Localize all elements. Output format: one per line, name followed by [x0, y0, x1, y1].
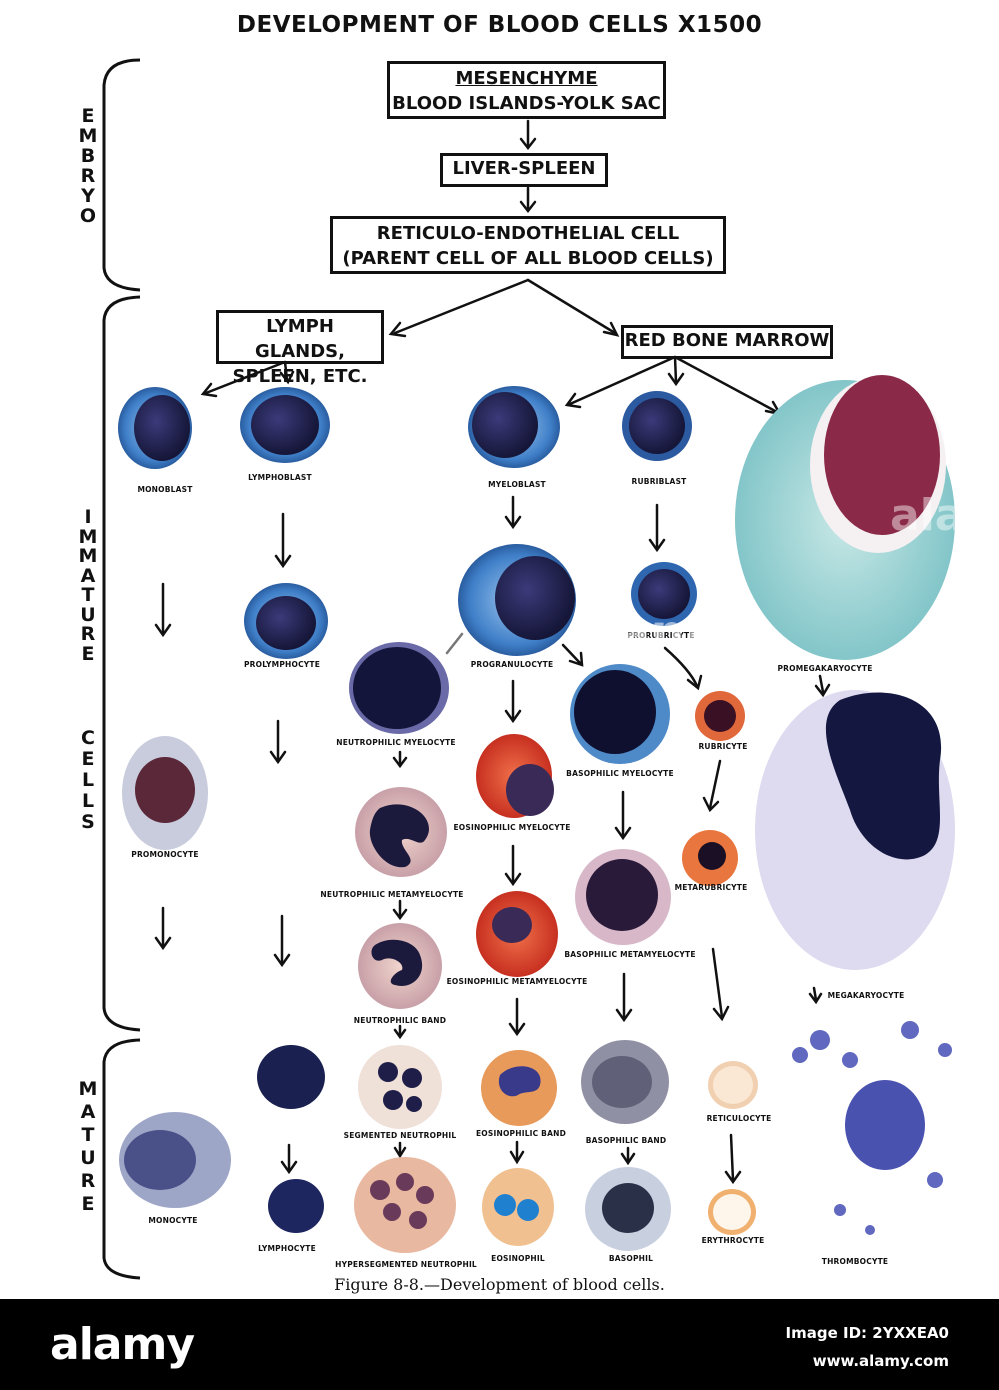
label-segmented-neutrophil: SEGMENTED NEUTROPHIL: [343, 1131, 457, 1140]
label-eosinophilic-metamyelocyte: EOSINOPHILIC METAMYELOCYTE: [446, 977, 588, 986]
label-eosinophilic-myelocyte: EOSINOPHILIC MYELOCYTE: [453, 823, 571, 832]
lymph-line2: SPLEEN, ETC.: [232, 366, 368, 387]
liver-spleen-box: LIVER-SPLEEN: [440, 153, 608, 187]
eosinophilic-metamyelocyte-cell: [476, 891, 558, 977]
label-monocyte: MONOCYTE: [148, 1216, 198, 1225]
neutrophilic-myelocyte-cell: [349, 642, 449, 734]
label-neutrophilic-band: NEUTROPHILIC BAND: [353, 1016, 447, 1025]
label-thrombocyte: THROMBOCYTE: [821, 1257, 889, 1266]
label-eosinophil: EOSINOPHIL: [491, 1254, 545, 1263]
monoblast-cell: [118, 387, 192, 469]
myeloblast-cell: [468, 386, 560, 468]
svg-text:alamy: alamy: [890, 490, 999, 541]
reticulo-line2: (PARENT CELL OF ALL BLOOD CELLS): [342, 248, 714, 269]
image-id: Image ID: 2YXXEA0: [785, 1324, 949, 1342]
neutrophilic-metamyelocyte-cell: [355, 787, 447, 877]
label-lymphocyte: LYMPHOCYTE: [258, 1244, 316, 1253]
stock-footer: alamy Image ID: 2YXXEA0 www.alamy.com: [0, 1299, 999, 1390]
label-promegakaryocyte: PROMEGAKARYOCYTE: [777, 664, 873, 673]
label-promonocyte: PROMONOCYTE: [131, 850, 199, 859]
mesenchyme-box: MESENCHYME BLOOD ISLANDS-YOLK SAC: [387, 61, 666, 119]
lymphoblast-cell: [240, 387, 330, 463]
erythrocyte-cell: [708, 1189, 756, 1235]
neutrophilic-band-cell: [358, 923, 442, 1009]
basophil-cell: [585, 1167, 671, 1251]
cell-illustrations: [118, 375, 955, 1253]
eosinophil-cell: [482, 1168, 554, 1246]
label-prorubricyte: PRORUBRICYTE: [627, 631, 695, 640]
label-basophilic-metamyelocyte: BASOPHILIC METAMYELOCYTE: [564, 950, 696, 959]
svg-text:alamy: alamy: [566, 604, 735, 662]
label-megakaryocyte: MEGAKARYOCYTE: [827, 991, 905, 1000]
blood-islands-label: BLOOD ISLANDS-YOLK SAC: [392, 93, 661, 114]
label-basophilic-band: BASOPHILIC BAND: [585, 1136, 667, 1145]
lymph-line1: LYMPH GLANDS,: [255, 316, 345, 362]
label-neutrophilic-myelocyte: NEUTROPHILIC MYELOCYTE: [336, 738, 456, 747]
site-url: www.alamy.com: [812, 1352, 949, 1370]
label-basophilic-myelocyte: BASOPHILIC MYELOCYTE: [566, 769, 674, 778]
label-prolymphocyte: PROLYMPHOCYTE: [243, 660, 321, 669]
basophilic-myelocyte-cell: [570, 664, 670, 764]
label-hypersegmented-neutrophil: HYPERSEGMENTED NEUTROPHIL: [335, 1260, 477, 1269]
label-lymphoblast: LYMPHOBLAST: [248, 473, 312, 482]
metarubricyte-cell: [682, 830, 738, 886]
label-metarubricyte: METARUBRICYTE: [674, 883, 748, 892]
label-progranulocyte: PROGRANULOCYTE: [470, 660, 554, 669]
label-basophil: BASOPHIL: [608, 1254, 654, 1263]
image-id-block: Image ID: 2YXXEA0 www.alamy.com: [786, 1319, 949, 1375]
mesenchyme-label: MESENCHYME: [455, 68, 598, 89]
monocyte-cell: [119, 1112, 231, 1208]
thrombocyte-cell: [792, 1021, 952, 1235]
lymphocyte-upper-cell: [257, 1045, 325, 1109]
label-monoblast: MONOBLAST: [137, 485, 193, 494]
figure-caption: Figure 8-8.—Development of blood cells.: [334, 1275, 665, 1294]
diagram-title: DEVELOPMENT OF BLOOD CELLS X1500: [236, 12, 763, 38]
label-eosinophilic-band: EOSINOPHILIC BAND: [475, 1129, 567, 1138]
red-bone-marrow-box: RED BONE MARROW: [621, 325, 833, 359]
hypersegmented-neutrophil-cell: [354, 1157, 456, 1253]
label-myeloblast: MYELOBLAST: [488, 480, 546, 489]
megakaryocyte-cell: [755, 690, 955, 970]
mature-bracket: [102, 1038, 141, 1280]
eosinophilic-band-cell: [481, 1050, 557, 1126]
label-erythrocyte: ERYTHROCYTE: [701, 1236, 765, 1245]
alamy-watermark: alamy alamy: [0, 0, 999, 1300]
reticulo-endothelial-box: RETICULO-ENDOTHELIAL CELL (PARENT CELL O…: [330, 216, 726, 274]
eosinophilic-myelocyte-cell: [476, 734, 554, 818]
label-rubriblast: RUBRIBLAST: [631, 477, 687, 486]
alamy-logo: alamy: [50, 1319, 195, 1370]
lymphocyte-cell: [268, 1179, 324, 1233]
label-rubricyte: RUBRICYTE: [698, 742, 748, 751]
rubricyte-cell: [695, 691, 745, 741]
progranulocyte-cell: [458, 544, 576, 656]
basophilic-band-cell: [581, 1040, 669, 1124]
segmented-neutrophil-cell: [358, 1045, 442, 1129]
prolymphocyte-cell: [244, 583, 328, 659]
promegakaryocyte-cell: [735, 375, 955, 660]
reticulo-line1: RETICULO-ENDOTHELIAL CELL: [376, 223, 680, 244]
label-reticulocyte: RETICULOCYTE: [706, 1114, 772, 1123]
basophilic-metamyelocyte-cell: [575, 849, 671, 945]
reticulocyte-cell: [708, 1061, 758, 1109]
embryo-bracket: [102, 58, 141, 292]
promonocyte-cell: [122, 736, 208, 850]
label-neutrophilic-metamyelocyte: NEUTROPHILIC METAMYELOCYTE: [320, 890, 464, 899]
rubriblast-cell: [622, 391, 692, 461]
immature-bracket: [102, 295, 141, 1032]
lymph-glands-box: LYMPH GLANDS, SPLEEN, ETC.: [216, 310, 384, 387]
prorubricyte-cell: [631, 562, 697, 626]
